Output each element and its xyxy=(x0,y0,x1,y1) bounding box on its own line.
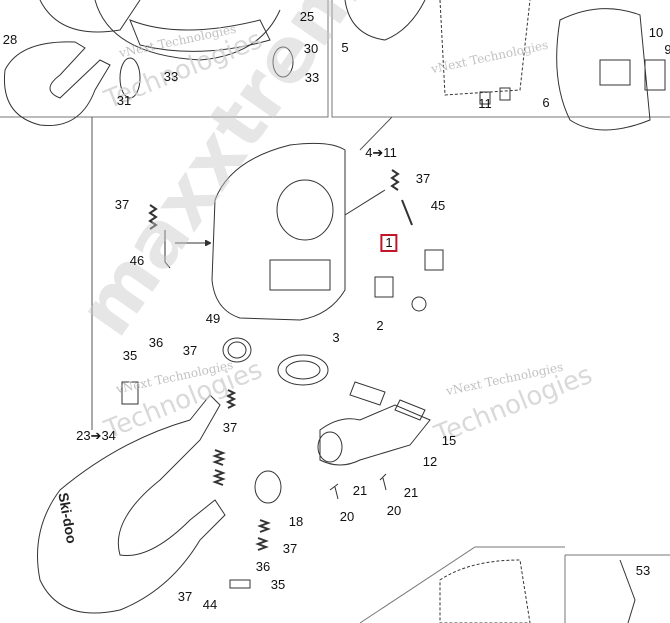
callout: 37 xyxy=(415,171,431,186)
callout: 49 xyxy=(205,311,221,326)
callout: 37 xyxy=(282,541,298,556)
callout: 20 xyxy=(386,503,402,518)
callout: 11 xyxy=(478,96,492,111)
callout: 21 xyxy=(403,485,419,500)
callout: 10 xyxy=(648,25,664,40)
callout: 12 xyxy=(422,454,438,469)
callout: 31 xyxy=(116,93,132,108)
callout: 25 xyxy=(299,9,315,24)
callout: 37 xyxy=(182,343,198,358)
callout: 37 xyxy=(177,589,193,604)
callout: 37 xyxy=(114,197,130,212)
top-left-panel-border xyxy=(0,0,329,118)
callout: 37 xyxy=(222,420,238,435)
callout: 4➔11 xyxy=(365,145,397,160)
callout: 45 xyxy=(430,198,446,213)
highlighted-callout[interactable]: 1 xyxy=(380,234,398,252)
callout: 46 xyxy=(129,253,145,268)
callout: 36 xyxy=(255,559,271,574)
bottom-right-panel-border xyxy=(359,546,670,623)
callout: 3 xyxy=(332,330,340,345)
callout: 18 xyxy=(288,514,304,529)
callout: 5 xyxy=(341,40,349,55)
callout: 33 xyxy=(304,70,320,85)
callout: 36 xyxy=(148,335,164,350)
callout: 21 xyxy=(352,483,368,498)
callout: 2 xyxy=(376,318,384,333)
callout: 15 xyxy=(441,433,457,448)
callout: 6 xyxy=(542,95,550,110)
top-right-panel-border xyxy=(331,0,670,118)
callout: 9 xyxy=(664,42,670,57)
callout: 35 xyxy=(270,577,286,592)
callout: 28 xyxy=(2,32,18,47)
callout: 30 xyxy=(303,41,319,56)
tuned-pipe xyxy=(37,394,226,614)
callout: 23➔34 xyxy=(76,428,116,443)
callout: 20 xyxy=(339,509,355,524)
callout: 35 xyxy=(122,348,138,363)
callout: 33 xyxy=(163,69,179,84)
callout: 53 xyxy=(635,563,651,578)
muffler-body xyxy=(211,142,346,321)
callout: 44 xyxy=(202,597,218,612)
